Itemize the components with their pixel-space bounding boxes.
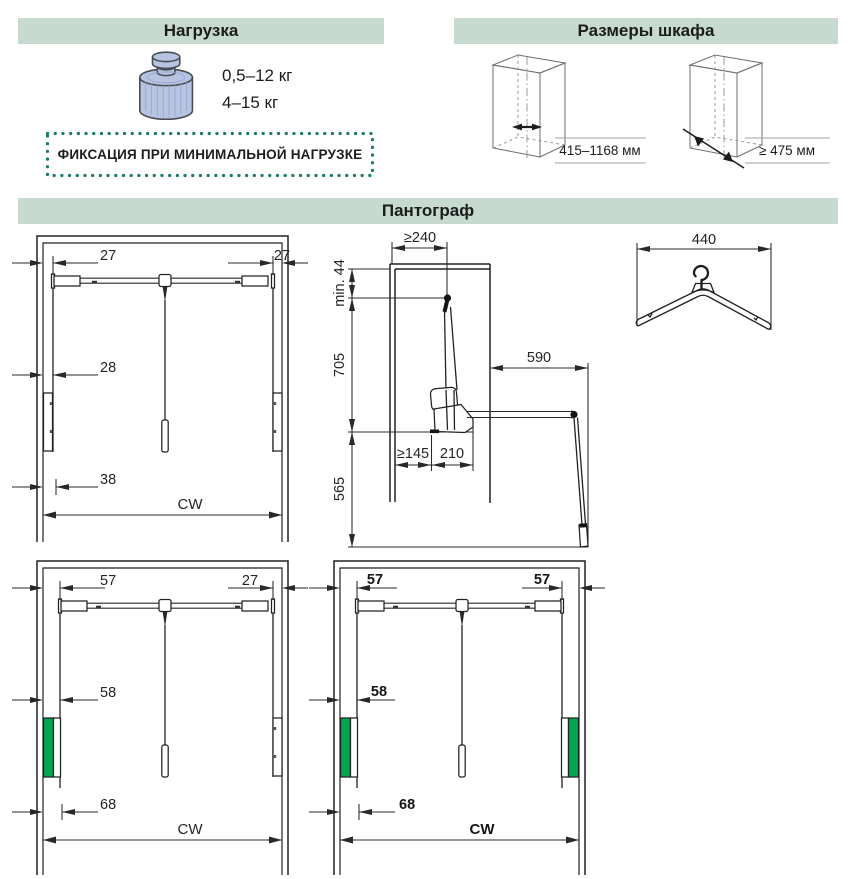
cabinet-depth-label: ≥ 475 мм xyxy=(759,143,815,158)
fixation-note-text: ФИКСАЦИЯ ПРИ МИНИМАЛЬНОЙ НАГРУЗКЕ xyxy=(57,147,363,162)
cabinet-title: Размеры шкафа xyxy=(577,21,715,40)
dim-cw: CW xyxy=(43,496,282,519)
svg-text:CW: CW xyxy=(178,821,204,838)
svg-text:590: 590 xyxy=(527,350,551,366)
svg-text:58: 58 xyxy=(371,684,387,700)
svg-text:440: 440 xyxy=(692,233,716,248)
weight-icon xyxy=(139,51,194,121)
cabinet-depth-drawing: ≥ 475 мм xyxy=(682,54,830,169)
depth-arrow xyxy=(682,128,745,169)
dim-top-left: 57 xyxy=(12,573,116,600)
svg-text:57: 57 xyxy=(100,573,116,589)
cabinet-width-drawing: 415–1168 мм xyxy=(491,54,646,164)
dim-mid-left: 58 xyxy=(309,684,395,703)
dim-145-210: ≥145 210 xyxy=(395,421,474,471)
dim-hanger-440: 440 xyxy=(636,233,772,330)
svg-text:27: 27 xyxy=(242,573,258,589)
front-view-3: 57 57 58 68 CW xyxy=(309,560,605,875)
dim-low-left: 68 xyxy=(12,797,116,820)
svg-text:68: 68 xyxy=(399,797,415,813)
svg-text:28: 28 xyxy=(100,360,116,376)
pantograph-title: Пантограф xyxy=(381,201,475,220)
svg-text:68: 68 xyxy=(100,797,116,813)
front-view-1: 27 27 28 38 CW xyxy=(12,235,308,542)
fixation-note: ФИКСАЦИЯ ПРИ МИНИМАЛЬНОЙ НАГРУЗКЕ xyxy=(45,131,375,178)
svg-text:57: 57 xyxy=(367,572,383,588)
dim-low-left: 68 xyxy=(309,797,415,820)
load-title: Нагрузка xyxy=(163,21,239,40)
dim-depth-240: ≥240 xyxy=(391,230,448,295)
dim-top-left: 27 xyxy=(12,248,116,275)
pantograph-section-header: Пантограф xyxy=(18,198,838,224)
hanger-shape xyxy=(635,264,772,331)
cabinet-dimensions-drawing: 415–1168 мм ≥ 475 мм xyxy=(491,54,830,169)
svg-text:565: 565 xyxy=(332,477,348,501)
dim-top-right: 27 xyxy=(228,248,308,275)
svg-text:210: 210 xyxy=(440,446,464,462)
load-values: 0,5–12 кг 4–15 кг xyxy=(222,62,292,116)
svg-text:705: 705 xyxy=(332,353,348,377)
svg-text:≥240: ≥240 xyxy=(404,230,436,246)
load-range-2: 4–15 кг xyxy=(222,93,279,112)
cabinet-width-label: 415–1168 мм xyxy=(559,143,640,158)
dim-low-left: 38 xyxy=(12,472,116,495)
svg-text:27: 27 xyxy=(100,248,116,264)
pantograph-mechanism xyxy=(429,294,589,548)
cabinet-section-header: Размеры шкафа xyxy=(454,18,838,44)
side-view: ≥240 min. 44 705 565 xyxy=(332,230,589,548)
dim-top-right: 57 xyxy=(522,572,605,600)
svg-text:58: 58 xyxy=(100,685,116,701)
width-arrow xyxy=(512,123,542,131)
dim-705: 705 xyxy=(332,298,355,432)
front-view-2: 57 27 58 68 CW xyxy=(12,560,308,875)
dim-mid-left: 58 xyxy=(12,685,116,703)
hanger-drawing: 440 xyxy=(635,233,772,331)
svg-text:≥145: ≥145 xyxy=(397,446,429,462)
dim-mid-left: 28 xyxy=(12,360,116,378)
load-section-header: Нагрузка xyxy=(18,18,384,44)
svg-text:CW: CW xyxy=(470,821,496,838)
svg-text:27: 27 xyxy=(274,248,290,264)
dotted-border xyxy=(45,131,375,178)
dim-cw: CW xyxy=(43,821,282,844)
svg-text:38: 38 xyxy=(100,472,116,488)
svg-text:CW: CW xyxy=(178,496,204,513)
svg-text:57: 57 xyxy=(534,572,550,588)
svg-text:min. 44: min. 44 xyxy=(332,259,348,307)
dim-cw: CW xyxy=(340,821,579,844)
load-range-1: 0,5–12 кг xyxy=(222,66,293,85)
dim-top-left: 57 xyxy=(309,572,397,600)
dim-top-right: 27 xyxy=(228,573,308,600)
dim-min44: min. 44 xyxy=(332,259,444,307)
dim-590: 590 xyxy=(490,350,589,547)
